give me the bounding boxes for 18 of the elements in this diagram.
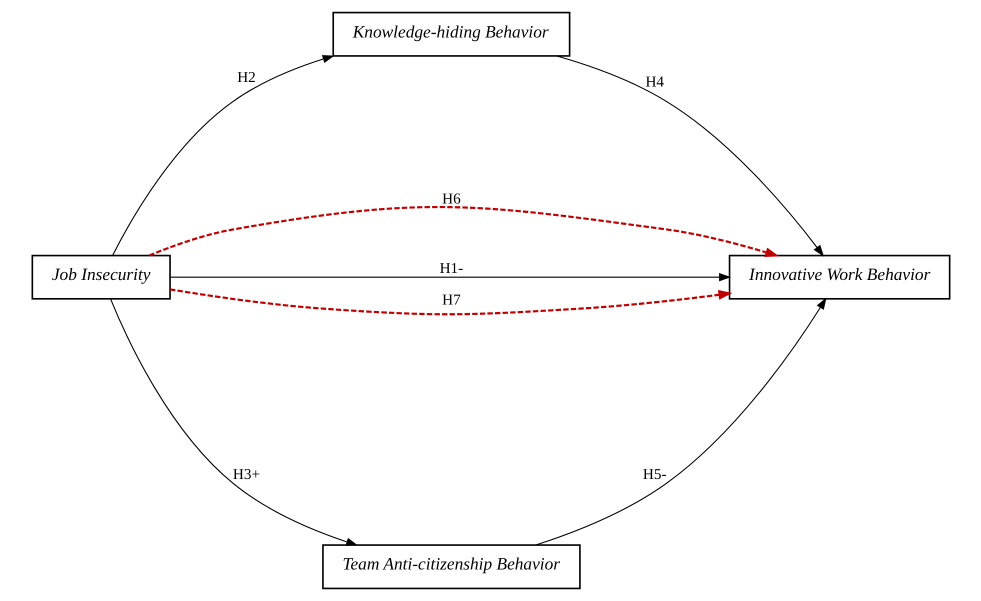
- arrow: [110, 298, 358, 546]
- node-box: Team Anti-citizenship Behavior: [322, 544, 580, 590]
- arrow: [170, 273, 731, 282]
- arrow: [112, 55, 334, 256]
- arrow: [556, 55, 824, 257]
- arrow: [536, 298, 826, 546]
- edge-label: H2: [236, 69, 256, 86]
- edge-label: H4: [644, 74, 664, 91]
- edge-label: H7: [442, 292, 460, 309]
- node-box: Knowledge-hiding Behavior: [332, 12, 570, 57]
- node-box: Innovative Work Behavior: [728, 254, 950, 300]
- node-box: Job Insecurity: [31, 254, 170, 300]
- arrow: [148, 206, 779, 258]
- edge-label: H1-: [439, 260, 463, 278]
- edge-label: H3+: [232, 466, 260, 484]
- edge-label: H6: [442, 190, 460, 208]
- edge-label: H5-: [642, 466, 666, 484]
- arrow: [169, 288, 732, 316]
